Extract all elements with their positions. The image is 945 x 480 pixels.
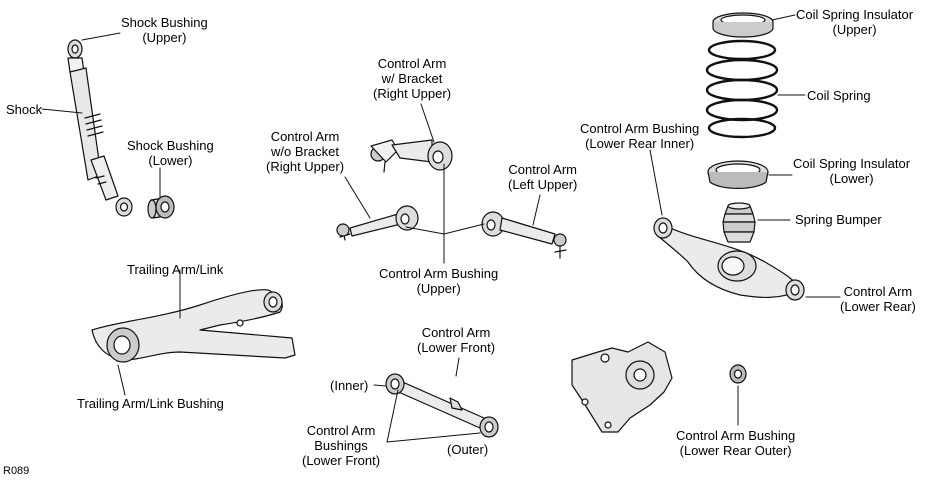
- spring-bumper-part: [722, 202, 756, 243]
- label-line: (Lower Rear Outer): [679, 443, 792, 458]
- control-arm-lower-rear-part: [653, 217, 805, 301]
- label-line: Shock Bushing: [121, 15, 208, 30]
- label-line: Trailing Arm/Link: [127, 262, 224, 277]
- label-coil-spring-insulator-lower: Coil Spring Insulator (Lower): [793, 156, 910, 186]
- label-trailing-arm-link-bushing: Trailing Arm/Link Bushing: [77, 396, 224, 411]
- label-control-arm-lower-rear: Control Arm (Lower Rear): [840, 284, 916, 314]
- label-line: Control Arm Bushing: [580, 121, 700, 136]
- label-control-arm-w-bracket: Control Arm w/ Bracket (Right Upper): [373, 56, 451, 101]
- label-line: Control Arm: [421, 325, 491, 340]
- coil-spring-part: [705, 39, 779, 139]
- control-arm-wo-bracket-part: [336, 205, 419, 241]
- label-line: (Lower Rear Inner): [585, 136, 695, 151]
- label-line: (Left Upper): [508, 177, 578, 192]
- label-line: (Lower): [829, 171, 874, 186]
- label-coil-spring: Coil Spring: [807, 88, 871, 103]
- shock-bushing-lower-part: [147, 195, 175, 219]
- label-outer: (Outer): [447, 442, 488, 457]
- trailing-arm-bushing-part: [106, 327, 140, 363]
- label-spring-bumper: Spring Bumper: [795, 212, 882, 227]
- label-line: (Lower Front): [417, 340, 496, 355]
- control-arm-left-upper-part: [481, 211, 567, 259]
- label-control-arm-bushing-lower-rear-outer: Control Arm Bushing (Lower Rear Outer): [676, 428, 795, 458]
- label-inner: (Inner): [330, 378, 368, 393]
- label-line: Control Arm: [508, 162, 577, 177]
- label-line: Shock Bushing: [127, 138, 214, 153]
- knuckle-part: [571, 341, 673, 433]
- label-shock-bushing-upper: Shock Bushing (Upper): [121, 15, 208, 45]
- label-line: Coil Spring: [807, 88, 871, 103]
- label-control-arm-bushings-lower-front: Control Arm Bushings (Lower Front): [302, 423, 380, 468]
- coil-spring-insulator-upper-part: [712, 12, 774, 38]
- label-line: (Upper): [416, 281, 461, 296]
- label-line: Control Arm: [377, 56, 447, 71]
- label-line: Control Arm: [843, 284, 913, 299]
- label-line: Coil Spring Insulator: [796, 7, 914, 22]
- label-line: (Outer): [447, 442, 489, 457]
- label-line: Control Arm: [270, 129, 340, 144]
- label-shock: Shock: [6, 102, 42, 117]
- label-line: Control Arm Bushing: [379, 266, 499, 281]
- coil-spring-insulator-lower-part: [707, 160, 769, 190]
- figure-reference-id: R089: [3, 465, 30, 477]
- label-control-arm-wo-bracket: Control Arm w/o Bracket (Right Upper): [266, 129, 344, 174]
- label-control-arm-bushing-upper: Control Arm Bushing (Upper): [379, 266, 498, 296]
- label-coil-spring-insulator-upper: Coil Spring Insulator (Upper): [796, 7, 913, 37]
- label-control-arm-lower-front: Control Arm (Lower Front): [417, 325, 495, 355]
- control-arm-bushing-lower-rear-outer-part: [729, 364, 747, 384]
- label-line: Trailing Arm/Link Bushing: [77, 396, 224, 411]
- label-line: (Lower Rear): [840, 299, 916, 314]
- label-line: (Upper): [832, 22, 877, 37]
- label-shock-bushing-lower: Shock Bushing (Lower): [127, 138, 214, 168]
- label-line: (Upper): [142, 30, 187, 45]
- trailing-arm-part: [91, 289, 296, 361]
- label-line: (Right Upper): [266, 159, 345, 174]
- control-arm-lower-front-part: [385, 373, 499, 438]
- control-arm-w-bracket-part: [370, 139, 453, 173]
- label-line: Shock: [6, 102, 43, 117]
- label-line: Spring Bumper: [795, 212, 882, 227]
- label-line: w/o Bracket: [271, 144, 339, 159]
- label-line: (Right Upper): [373, 86, 452, 101]
- label-line: Bushings: [314, 438, 368, 453]
- label-line: Coil Spring Insulator: [793, 156, 911, 171]
- label-line: (Lower): [148, 153, 193, 168]
- label-line: (Inner): [330, 378, 369, 393]
- shock-part: [67, 39, 133, 217]
- label-trailing-arm-link: Trailing Arm/Link: [127, 262, 223, 277]
- label-control-arm-left-upper: Control Arm (Left Upper): [508, 162, 577, 192]
- leader-lines: [41, 14, 841, 443]
- label-line: Control Arm: [306, 423, 376, 438]
- label-line: Control Arm Bushing: [676, 428, 796, 443]
- label-control-arm-bushing-lower-rear-inner: Control Arm Bushing (Lower Rear Inner): [580, 121, 699, 151]
- label-line: (Lower Front): [302, 453, 381, 468]
- label-line: w/ Bracket: [381, 71, 443, 86]
